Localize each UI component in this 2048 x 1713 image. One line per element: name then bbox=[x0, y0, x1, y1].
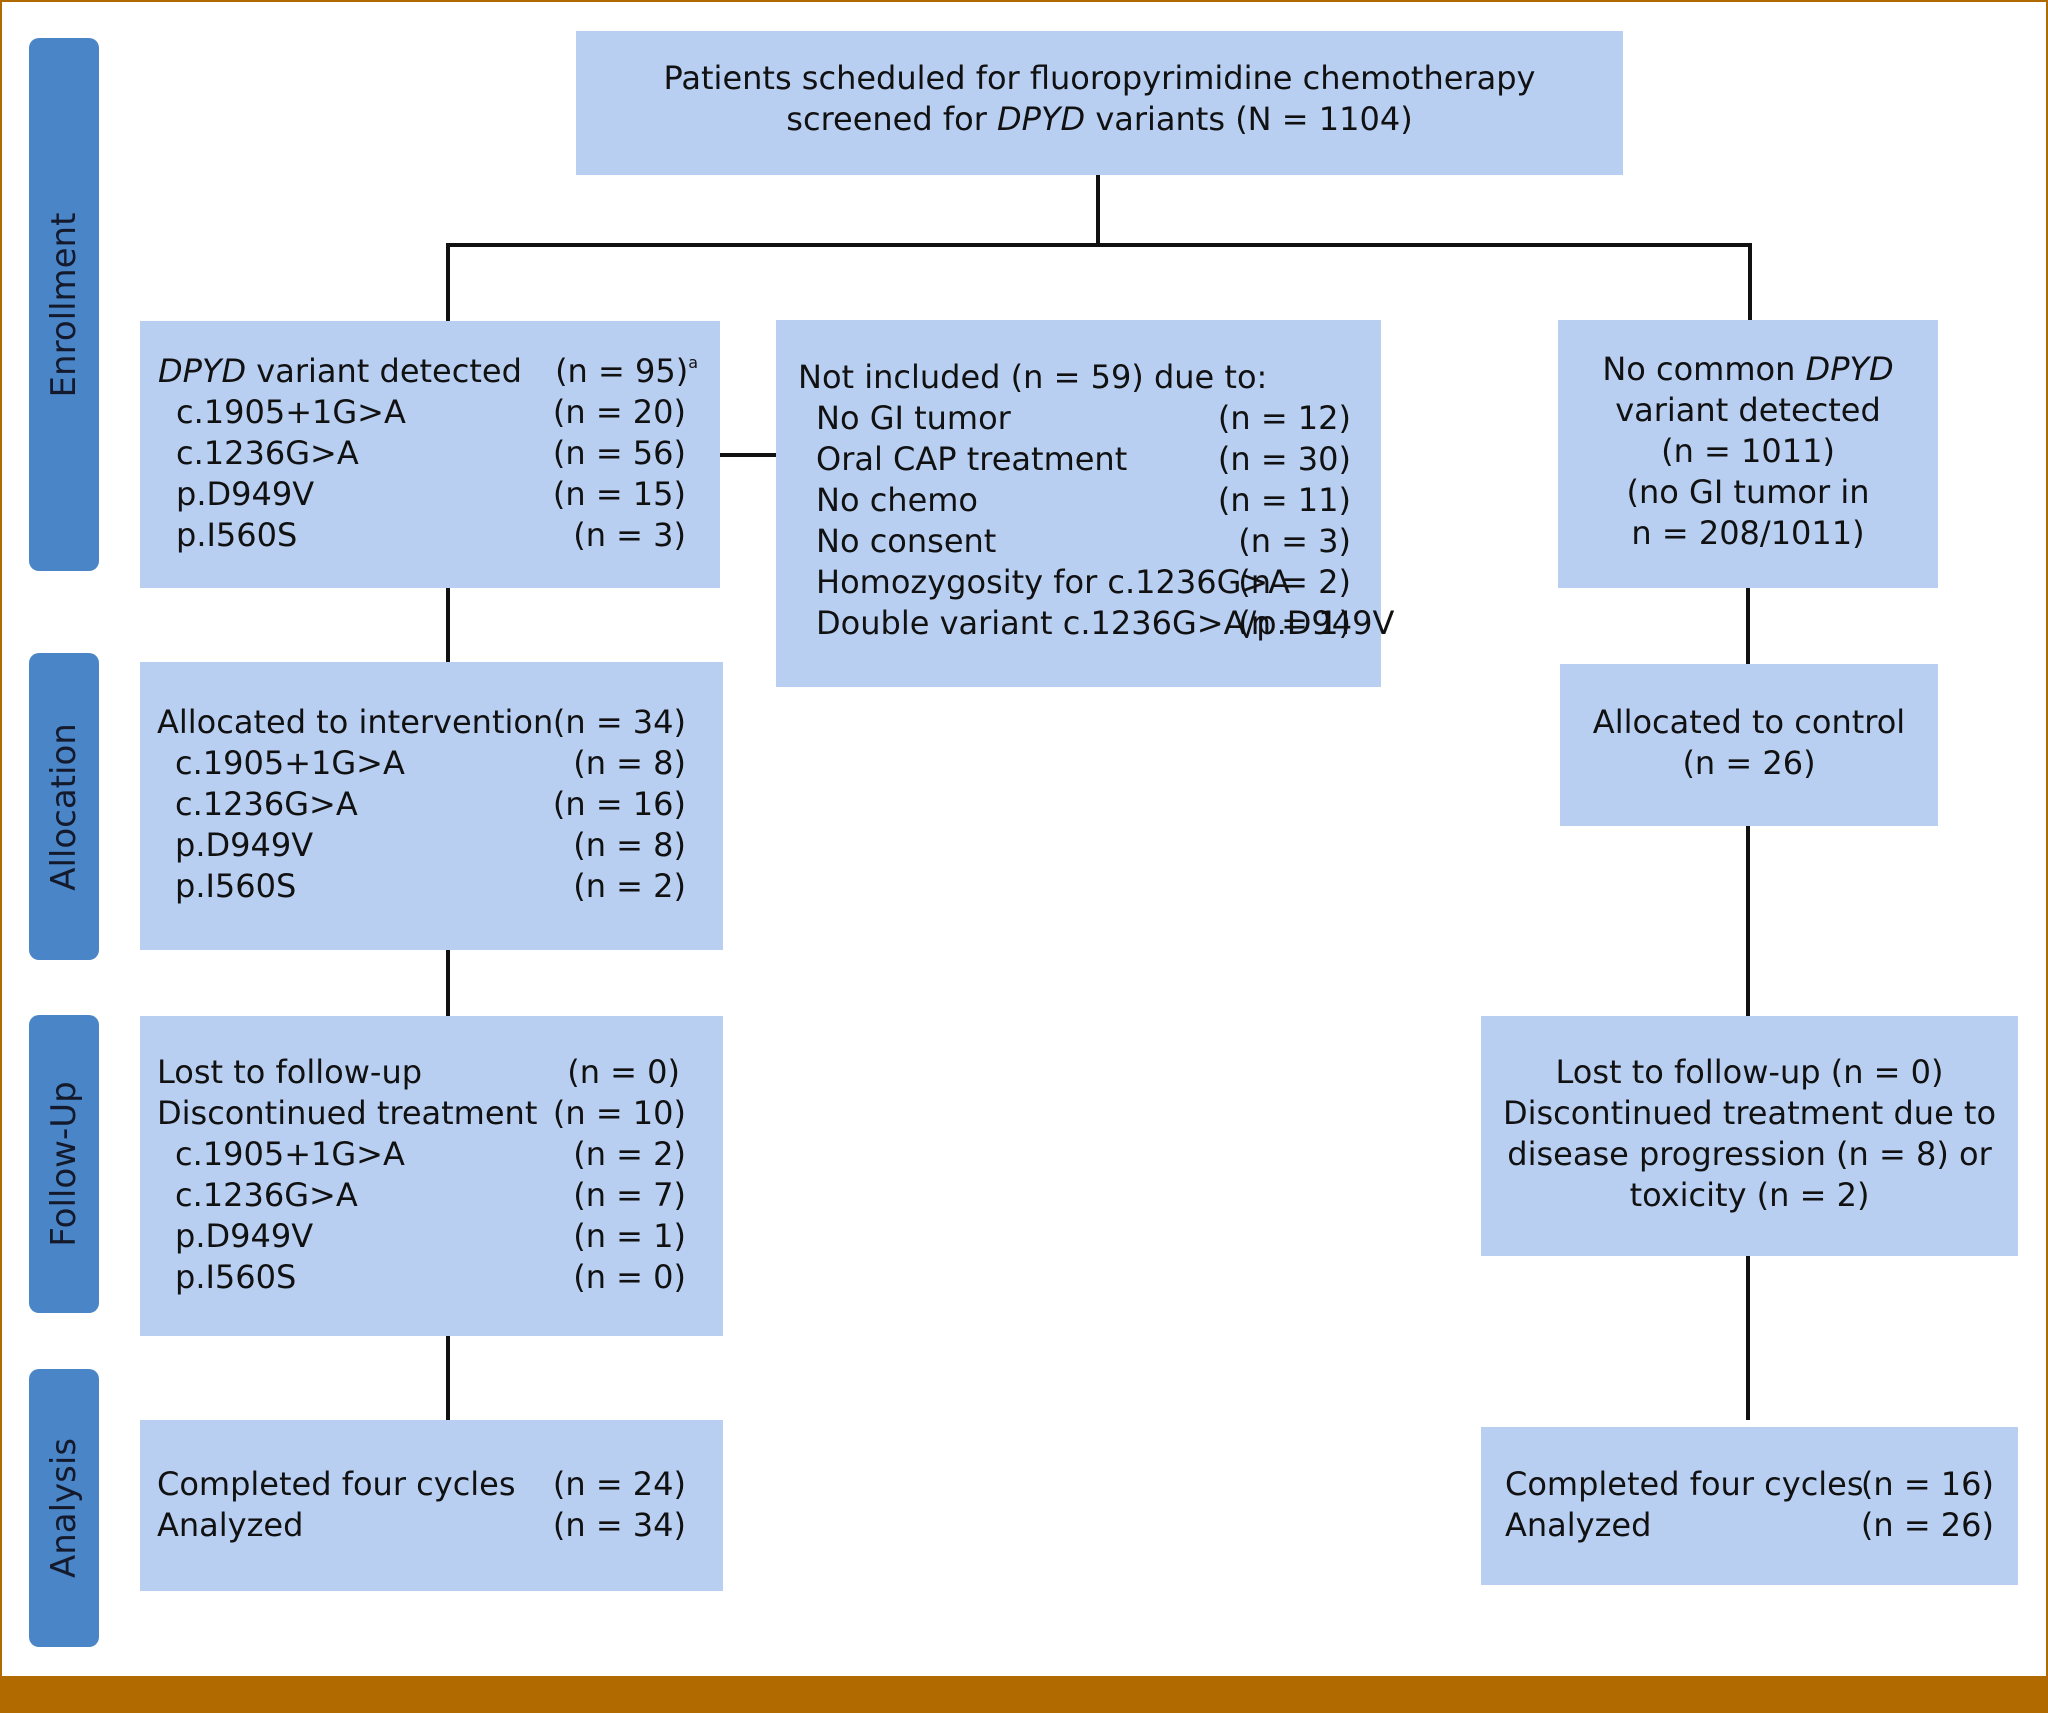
box-allocated-intervention: Allocated to intervention(n = 34) c.1905… bbox=[140, 662, 723, 950]
box-variant-detected: DPYD variant detected (n = 95)a c.1905+1… bbox=[140, 321, 720, 588]
bottom-bar bbox=[0, 1676, 2048, 1713]
list-item: Oral CAP treatment(n = 30) bbox=[816, 440, 1351, 478]
list-item: p.I560S(n = 3) bbox=[176, 516, 686, 554]
stage-analysis-label: Analysis bbox=[44, 1437, 84, 1579]
connector-right-2 bbox=[1746, 826, 1750, 1016]
stage-enrollment-label: Enrollment bbox=[44, 212, 84, 397]
list-item: c.1236G>A(n = 56) bbox=[176, 434, 686, 472]
connector-right-drop bbox=[1748, 243, 1752, 321]
followup-control-line2: Discontinued treatment due to bbox=[1502, 1094, 1997, 1132]
stage-followup: Follow-Up bbox=[29, 1015, 99, 1313]
list-item: p.D949V(n = 1) bbox=[175, 1217, 686, 1255]
connector-right-1 bbox=[1746, 588, 1750, 664]
analysis-analyzed-row: Analyzed(n = 34) bbox=[157, 1506, 686, 1544]
list-item: No chemo(n = 11) bbox=[816, 481, 1351, 519]
no-variant-line2: variant detected bbox=[1615, 391, 1881, 429]
box-not-included: Not included (n = 59) due to: No GI tumo… bbox=[776, 320, 1395, 687]
list-item: Double variant c.1236G>A/p.D949V(n = 1) bbox=[816, 604, 1395, 642]
connector-right-3 bbox=[1746, 1256, 1750, 1420]
box-no-variant: No common DPYD variant detected (n = 101… bbox=[1558, 320, 1938, 588]
screened-line1: Patients scheduled for fluoropyrimidine … bbox=[663, 59, 1536, 97]
followup-control-line4: toxicity (n = 2) bbox=[1629, 1176, 1870, 1214]
list-item: c.1905+1G>A(n = 8) bbox=[175, 744, 686, 782]
connector-left-3 bbox=[446, 1336, 450, 1420]
connector-left-drop bbox=[446, 243, 450, 321]
analysis-completed-row: Completed four cycles(n = 24) bbox=[157, 1465, 686, 1503]
followup-discontinued-row: Discontinued treatment(n = 10) bbox=[157, 1094, 686, 1132]
not-included-title: Not included (n = 59) due to: bbox=[798, 358, 1268, 396]
box-allocated-control: Allocated to control (n = 26) bbox=[1560, 664, 1938, 826]
list-item: No consent(n = 3) bbox=[816, 522, 1351, 560]
allocated-control-line1: Allocated to control bbox=[1592, 703, 1906, 741]
analysis-control-analyzed-row: Analyzed(n = 26) bbox=[1505, 1506, 1994, 1544]
connector-top-stem bbox=[1096, 175, 1100, 245]
variant-title-row: DPYD variant detected (n = 95)a bbox=[158, 352, 698, 390]
list-item: Homozygosity for c.1236G>A(n = 2) bbox=[816, 563, 1351, 601]
followup-control-line1: Lost to follow-up (n = 0) bbox=[1555, 1053, 1944, 1091]
box-followup-control: Lost to follow-up (n = 0) Discontinued t… bbox=[1481, 1016, 2018, 1256]
list-item: c.1905+1G>A(n = 2) bbox=[175, 1135, 686, 1173]
stage-analysis: Analysis bbox=[29, 1369, 99, 1647]
followup-control-line3: disease progression (n = 8) or bbox=[1507, 1135, 1992, 1173]
allocated-control-line2: (n = 26) bbox=[1682, 744, 1816, 782]
stage-followup-label: Follow-Up bbox=[44, 1081, 84, 1247]
connector-left-2 bbox=[446, 950, 450, 1016]
list-item: p.D949V(n = 8) bbox=[175, 826, 686, 864]
followup-lost-row: Lost to follow-up(n = 0) bbox=[157, 1053, 680, 1091]
no-variant-line3: (n = 1011) bbox=[1661, 432, 1835, 470]
analysis-control-completed-row: Completed four cycles(n = 16) bbox=[1505, 1465, 1994, 1503]
list-item: p.I560S(n = 0) bbox=[175, 1258, 686, 1296]
list-item: p.I560S(n = 2) bbox=[175, 867, 686, 905]
list-item: c.1236G>A(n = 16) bbox=[175, 785, 686, 823]
stage-allocation-label: Allocation bbox=[44, 722, 84, 891]
stage-allocation: Allocation bbox=[29, 653, 99, 960]
connector-left-1 bbox=[446, 588, 450, 662]
no-variant-line5: n = 208/1011) bbox=[1631, 514, 1865, 552]
stage-enrollment: Enrollment bbox=[29, 38, 99, 571]
screened-line2: screened for DPYD variants (N = 1104) bbox=[786, 100, 1413, 138]
box-followup-intervention: Lost to follow-up(n = 0) Discontinued tr… bbox=[140, 1016, 723, 1336]
allocated-intervention-title: Allocated to intervention(n = 34) bbox=[157, 703, 686, 741]
list-item: p.D949V(n = 15) bbox=[176, 475, 686, 513]
no-variant-line4: (no GI tumor in bbox=[1626, 473, 1870, 511]
list-item: c.1236G>A(n = 7) bbox=[175, 1176, 686, 1214]
box-analysis-intervention: Completed four cycles(n = 24) Analyzed(n… bbox=[140, 1420, 723, 1591]
connector-top-horizontal bbox=[446, 243, 1752, 247]
connector-to-not-included bbox=[720, 453, 776, 457]
box-screened: Patients scheduled for fluoropyrimidine … bbox=[576, 31, 1623, 175]
no-variant-line1: No common DPYD bbox=[1602, 350, 1894, 388]
list-item: No GI tumor(n = 12) bbox=[816, 399, 1351, 437]
list-item: c.1905+1G>A(n = 20) bbox=[176, 393, 686, 431]
box-analysis-control: Completed four cycles(n = 16) Analyzed(n… bbox=[1481, 1427, 2018, 1585]
